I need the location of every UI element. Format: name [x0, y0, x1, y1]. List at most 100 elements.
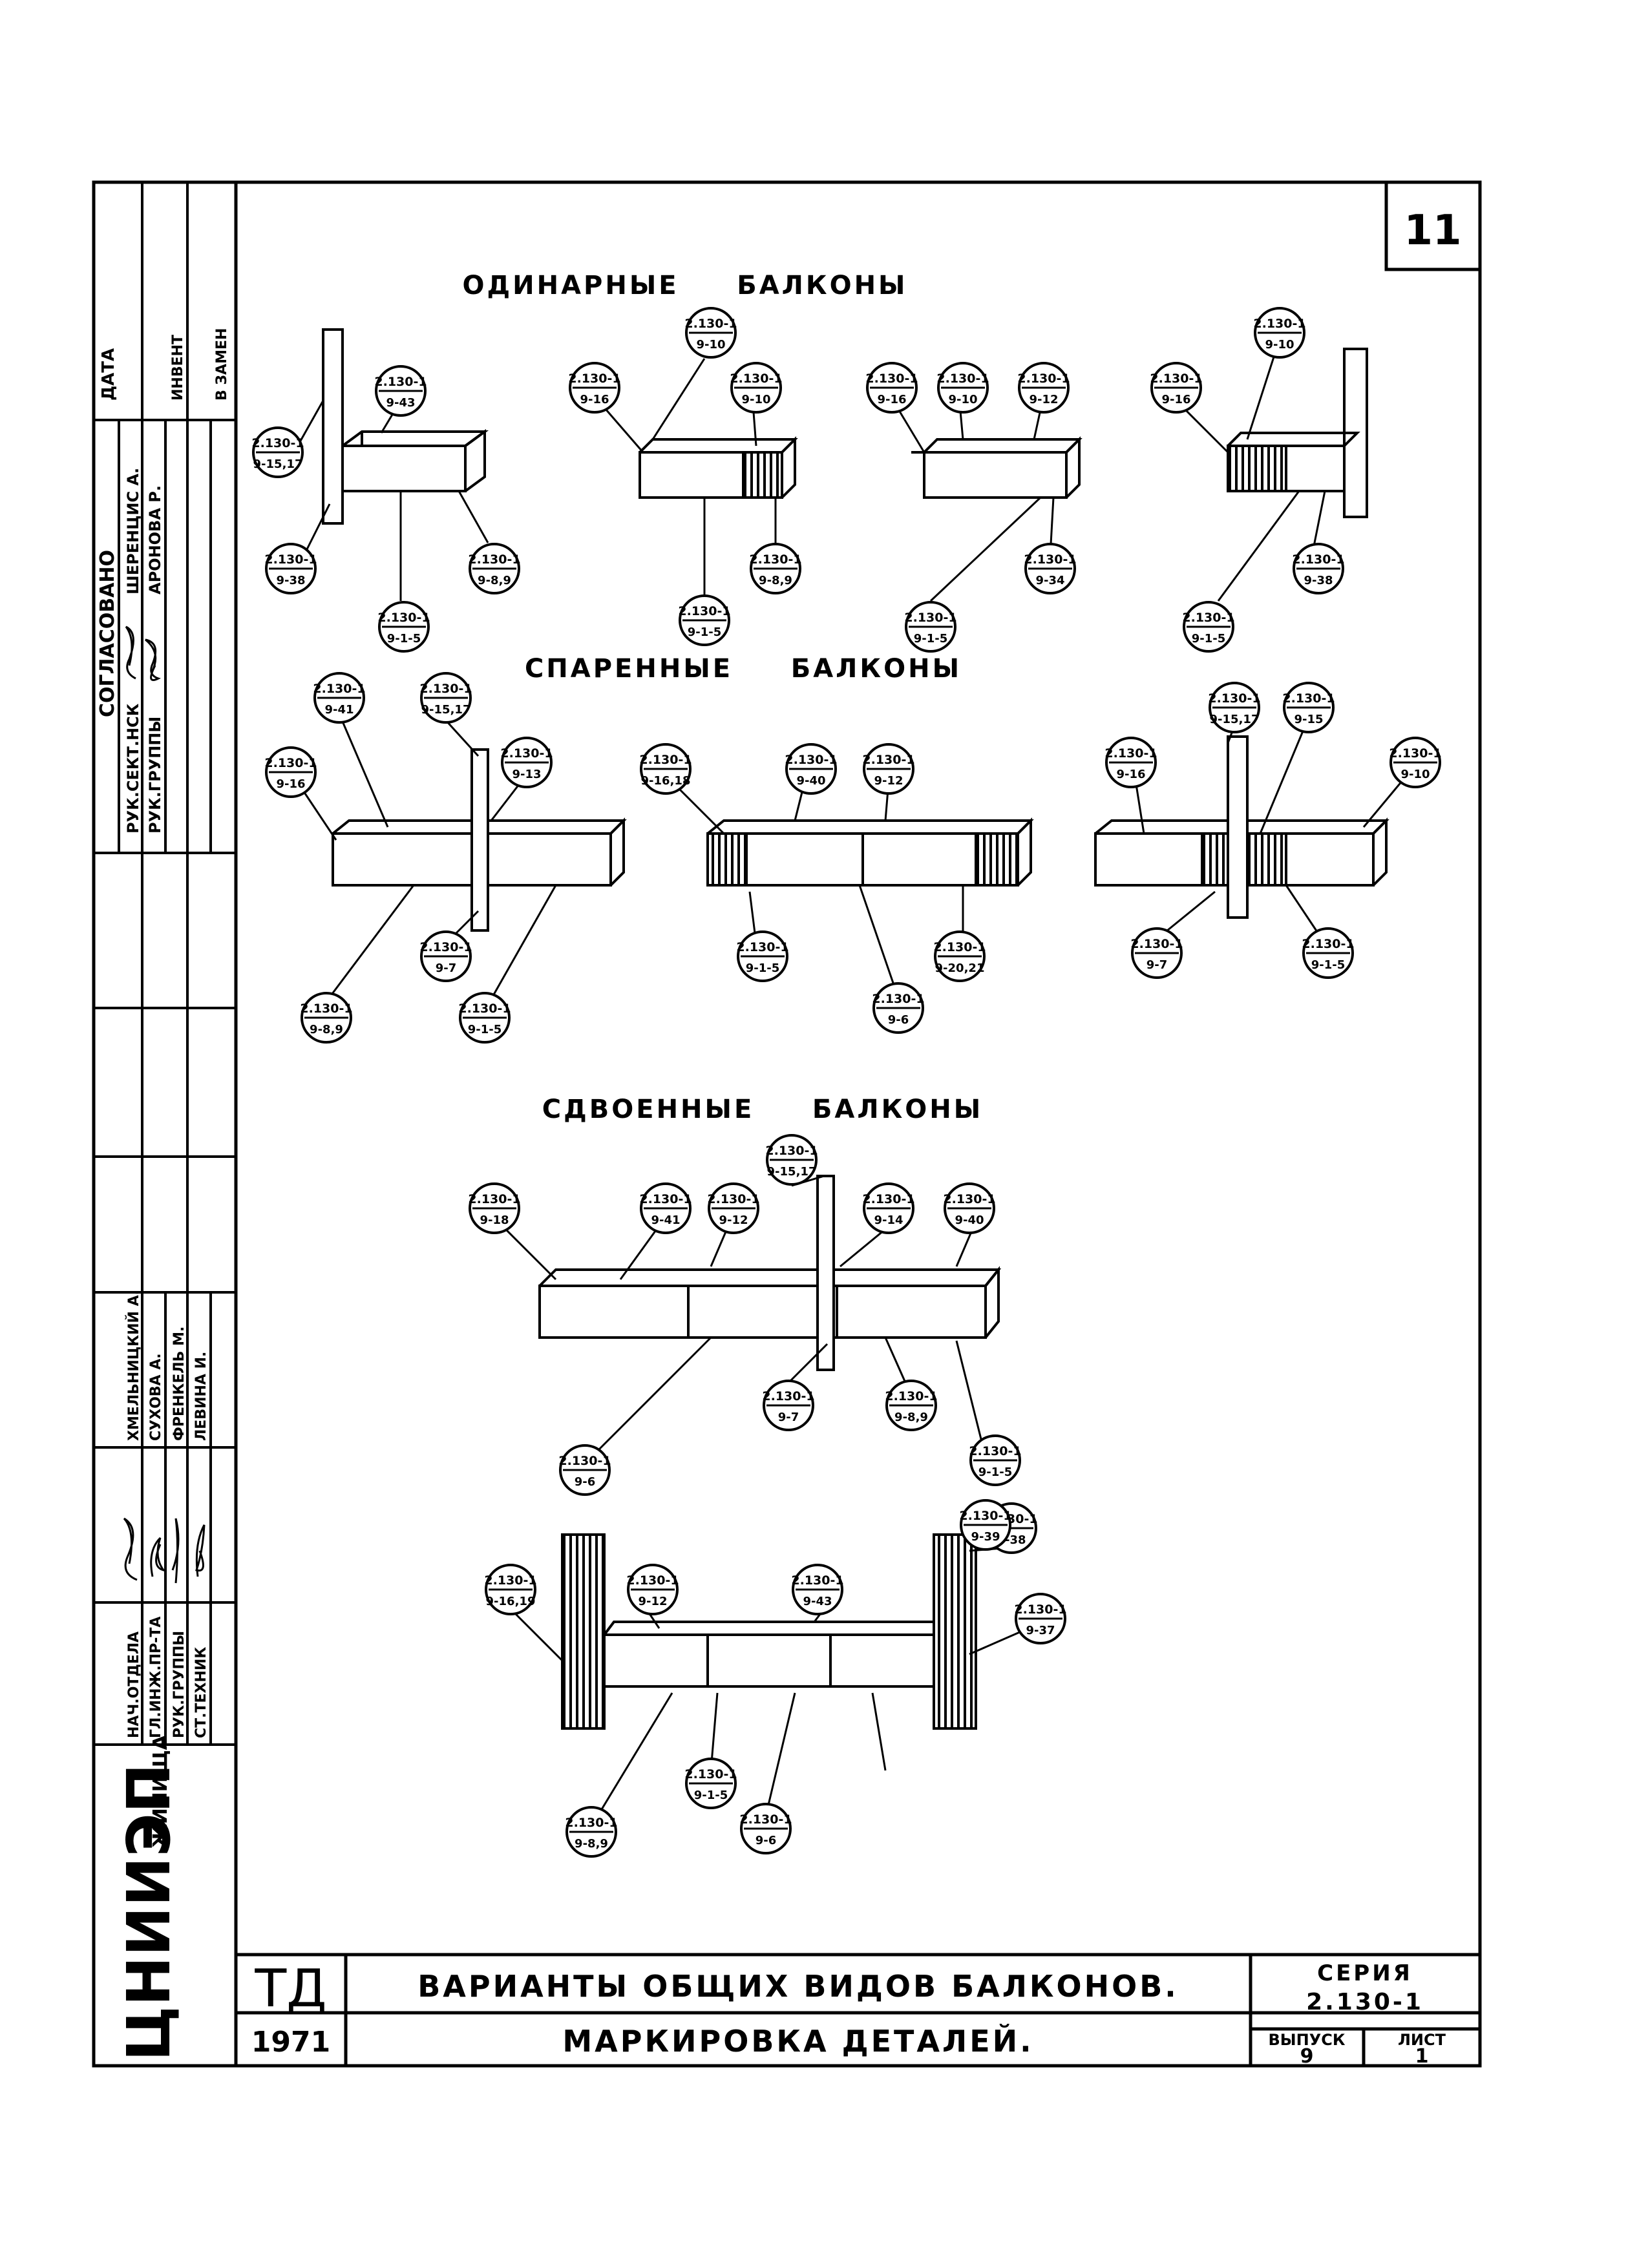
signatures: [123, 625, 206, 1584]
callout-tag: 2.130-1 9-6: [558, 1444, 611, 1496]
callout-tag: 2.130-1 9-40: [785, 743, 838, 795]
leader-lines: [293, 348, 1413, 1816]
callout-top: 2.130-1: [458, 1002, 511, 1016]
callout-bottom: 9-43: [386, 396, 415, 410]
callout-top: 2.130-1: [943, 1192, 995, 1206]
callout-top: 2.130-1: [749, 552, 801, 567]
balcony-single-3: [911, 436, 1083, 499]
callout-top: 2.130-1: [251, 436, 304, 450]
section-title-double: СДВОЕННЫЕ БАЛКОНЫ: [542, 1095, 983, 1124]
section-title-single: ОДИНАРНЫЕ БАЛКОНЫ: [462, 271, 907, 300]
callout-top: 2.130-1: [872, 992, 924, 1006]
balcony-single-4: [1227, 348, 1368, 518]
callout-top: 2.130-1: [374, 375, 427, 389]
callout-bottom: 9-16: [877, 393, 906, 406]
callout-bottom: 9-43: [803, 1595, 832, 1608]
callout-bottom: 9-6: [755, 1834, 777, 1847]
callout-tag: 2.130-19-41: [313, 672, 366, 724]
callout-top: 2.130-1: [1130, 937, 1183, 951]
callout-bottom: 9-16: [580, 393, 609, 406]
callout-bottom: 9-8,9: [894, 1411, 928, 1424]
callout-tag: 2.130-19-16,18: [639, 743, 692, 795]
callout-bottom: 9-1-5: [1192, 632, 1226, 646]
callout-bottom: 9-1-5: [694, 1789, 728, 1802]
issue-label: ВЫПУСК: [1269, 2031, 1346, 2049]
callout-bottom: 9-12: [638, 1595, 667, 1608]
signature: [171, 1518, 180, 1584]
callout-tag: 2.130-19-10: [730, 362, 783, 414]
replacement-label: В ЗАМЕН: [214, 328, 230, 401]
callout-bottom: 9-15,17: [1210, 713, 1260, 726]
callout-tag: 2.130-19-15: [1282, 682, 1335, 733]
callout-top: 2.130-1: [377, 611, 430, 625]
balcony-paired-3: [1094, 735, 1389, 919]
callout-tag: 2.130-1 9-7: [762, 1380, 815, 1431]
callout-bottom: 9-8,9: [575, 1837, 608, 1851]
stamp-role: РУК.СЕКТ.НСК: [124, 703, 142, 834]
callout-top: 2.130-1: [739, 1812, 792, 1827]
callout-tag: 2.130-19-38: [264, 543, 317, 594]
callout-top: 2.130-1: [264, 756, 317, 770]
agreed-header: СОГЛАСОВАНО: [96, 550, 119, 717]
callout-bottom: 9-16: [276, 777, 305, 791]
balcony-paired-1: [332, 748, 627, 932]
callout-tag: 2.130-19-15,17: [419, 672, 472, 724]
callout-tag: 2.130-19-1-5: [904, 601, 957, 653]
callout-top: 2.130-1: [468, 1192, 520, 1206]
stamp-name: СУХОВА А.: [148, 1353, 164, 1441]
callout-top: 2.130-1: [468, 552, 520, 567]
callout-top: 2.130-1: [730, 372, 782, 386]
callout-top: 2.130-1: [936, 372, 989, 386]
callout-bottom: 9-15: [1294, 713, 1323, 726]
callout-tag: 2.130-19-8,9: [749, 543, 802, 594]
sheet-frame: [92, 180, 1482, 2068]
callout-bottom: 9-16: [1161, 393, 1190, 406]
drawing-subtitle: МАРКИРОВКА ДЕТАЛЕЙ.: [562, 2024, 1033, 2059]
callout-bottom: 9-10: [696, 338, 725, 352]
org-main: ЦНИИЭП: [114, 1763, 184, 2061]
balcony-paired-2: [706, 817, 1034, 887]
callout-tag: 2.130-19-12: [626, 1564, 679, 1615]
callout-bottom: 9-38: [1304, 574, 1333, 587]
callout-tag: 2.130-19-10: [1389, 737, 1442, 788]
issue-value: 9: [1300, 2045, 1314, 2068]
callout-bottom: 9-12: [719, 1213, 748, 1227]
callout-bottom: 9-40: [796, 774, 825, 788]
balcony-drawings: [322, 328, 1389, 1730]
callout-top: 2.130-1: [558, 1454, 611, 1468]
callout-tag: 2.130-19-37: [1014, 1593, 1067, 1644]
callout-top: 2.130-1: [862, 753, 914, 767]
callout-bottom: 9-10: [1265, 338, 1294, 352]
stamp-name: ХМЕЛЬНИЦКИЙ А.: [125, 1290, 142, 1441]
callout-tag: 2.130-19-40: [943, 1182, 996, 1234]
series-label: СЕРИЯ: [1317, 1960, 1413, 1986]
callout-top: 2.130-1: [684, 317, 737, 331]
callout-tag: 2.130-1 9-43: [374, 365, 427, 417]
callout-bottom: 9-1-5: [914, 632, 948, 646]
callout-tag: 2.130-19-8,9: [300, 992, 353, 1044]
callout-tag: 2.130-19-34: [1024, 543, 1077, 594]
callout-top: 2.130-1: [785, 753, 837, 767]
callout-bottom: 9-6: [575, 1475, 596, 1489]
callout-tag: 2.130-19-8,9: [468, 543, 521, 594]
callout-bottom: 9-8,9: [310, 1023, 343, 1036]
callout-tag: 2.130-19-18: [468, 1182, 521, 1234]
callout-bottom: 9-15,17: [767, 1165, 817, 1179]
callout-tag: 2.130-1 9-6: [739, 1803, 792, 1854]
callout-bottom: 9-7: [778, 1411, 799, 1424]
title-block: [236, 1953, 1480, 2066]
title-code: ТД: [254, 1958, 326, 2019]
callout-top: 2.130-1: [639, 753, 692, 767]
sheet-value: 1: [1415, 2045, 1429, 2068]
callout-tag: 2.130-1 9-15,17: [1208, 682, 1261, 733]
callout-tag: 2.130-19-15,17: [765, 1134, 818, 1186]
callout-tag: 2.130-19-1-5: [736, 930, 789, 982]
callout-bottom: 9-37: [1026, 1624, 1055, 1637]
invent-label: ИНВЕНТ: [170, 335, 186, 401]
callout-bottom: 9-6: [888, 1013, 909, 1027]
callout-tag: 2.130-19-1-5: [1302, 927, 1355, 979]
callout-top: 2.130-1: [1208, 691, 1260, 706]
callout-top: 2.130-1: [762, 1389, 814, 1403]
callout-top: 2.130-1: [791, 1573, 843, 1588]
callout-top: 2.130-1: [933, 940, 986, 954]
